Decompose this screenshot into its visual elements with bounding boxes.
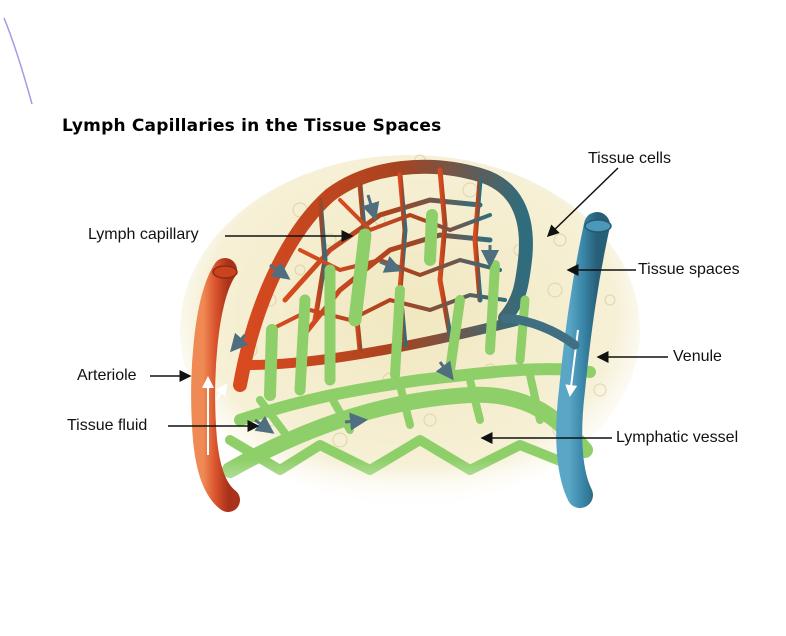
leader-tissue-cells xyxy=(546,167,619,238)
label-tissue-spaces: Tissue spaces xyxy=(638,261,740,278)
fluid-flow-arrows xyxy=(230,194,499,434)
label-lymph-capillary: Lymph capillary xyxy=(88,226,199,243)
label-tissue-cells: Tissue cells xyxy=(588,150,671,167)
label-venule: Venule xyxy=(673,348,722,365)
diagram-title: Lymph Capillaries in the Tissue Spaces xyxy=(62,116,442,136)
leader-lines xyxy=(150,167,668,444)
label-lymphatic-vessel: Lymphatic vessel xyxy=(616,429,739,446)
label-tissue-fluid: Tissue fluid xyxy=(67,417,148,434)
arteriole-vessel xyxy=(191,258,240,512)
corner-decoration-stroke xyxy=(3,17,33,105)
lymphatic-network xyxy=(222,209,596,478)
label-arteriole: Arteriole xyxy=(77,367,137,384)
